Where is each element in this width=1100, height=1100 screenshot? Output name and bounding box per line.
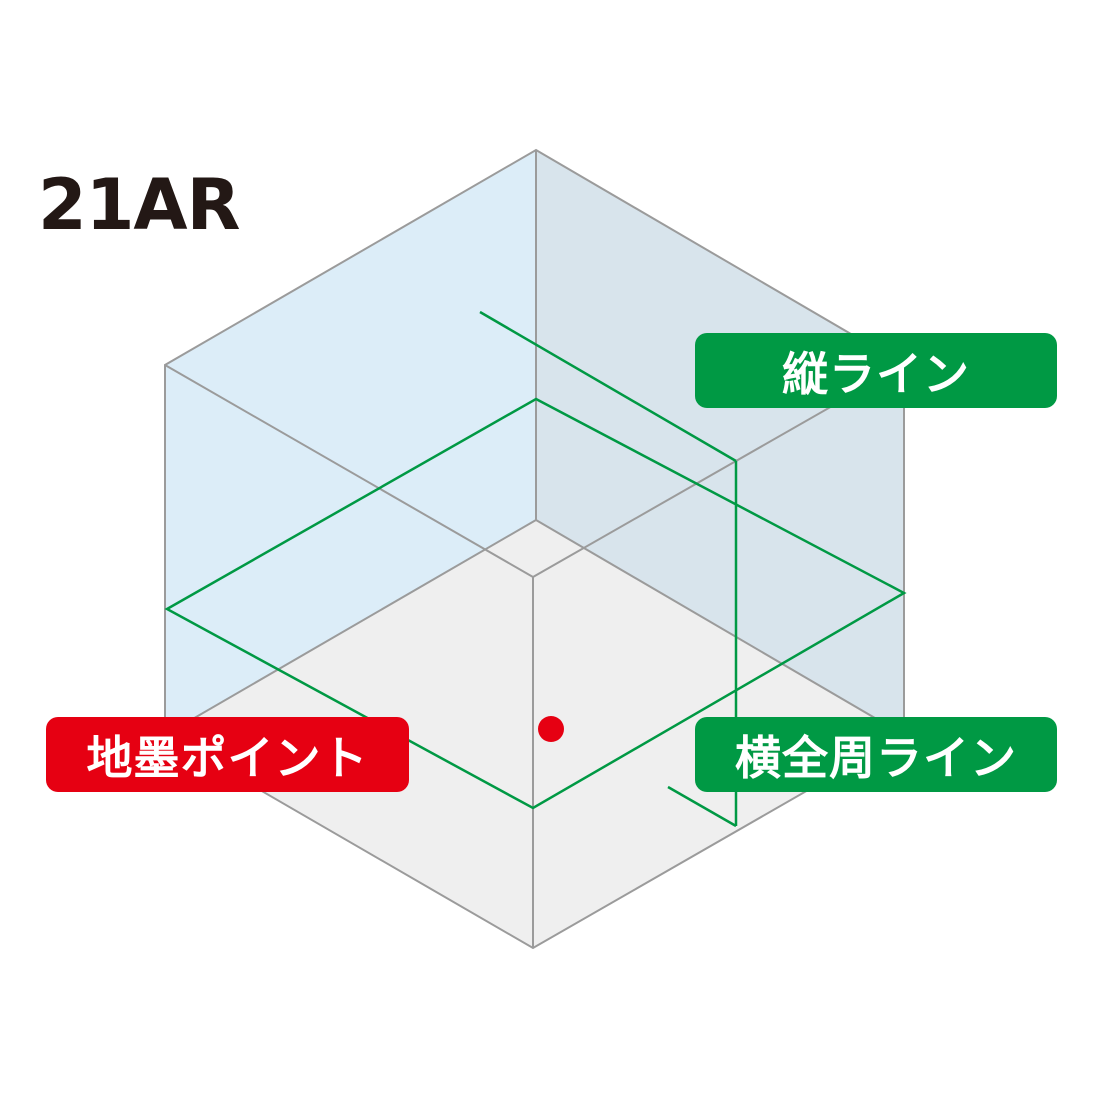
front-top-left-edge bbox=[164, 364, 534, 578]
horizontal-laser-line bbox=[164, 397, 907, 810]
ground-point-label: 地墨ポイント bbox=[46, 717, 409, 792]
horizontal-line-label: 横全周ライン bbox=[695, 717, 1057, 792]
floor-right-back-edge bbox=[535, 519, 905, 736]
ground-point-dot bbox=[538, 716, 564, 742]
vertical-line-label: 縦ライン bbox=[695, 333, 1057, 408]
back-right-wall bbox=[536, 150, 904, 735]
back-left-wall bbox=[165, 150, 536, 735]
floor-left-back-edge bbox=[164, 519, 537, 736]
model-title: 21AR bbox=[38, 164, 240, 246]
